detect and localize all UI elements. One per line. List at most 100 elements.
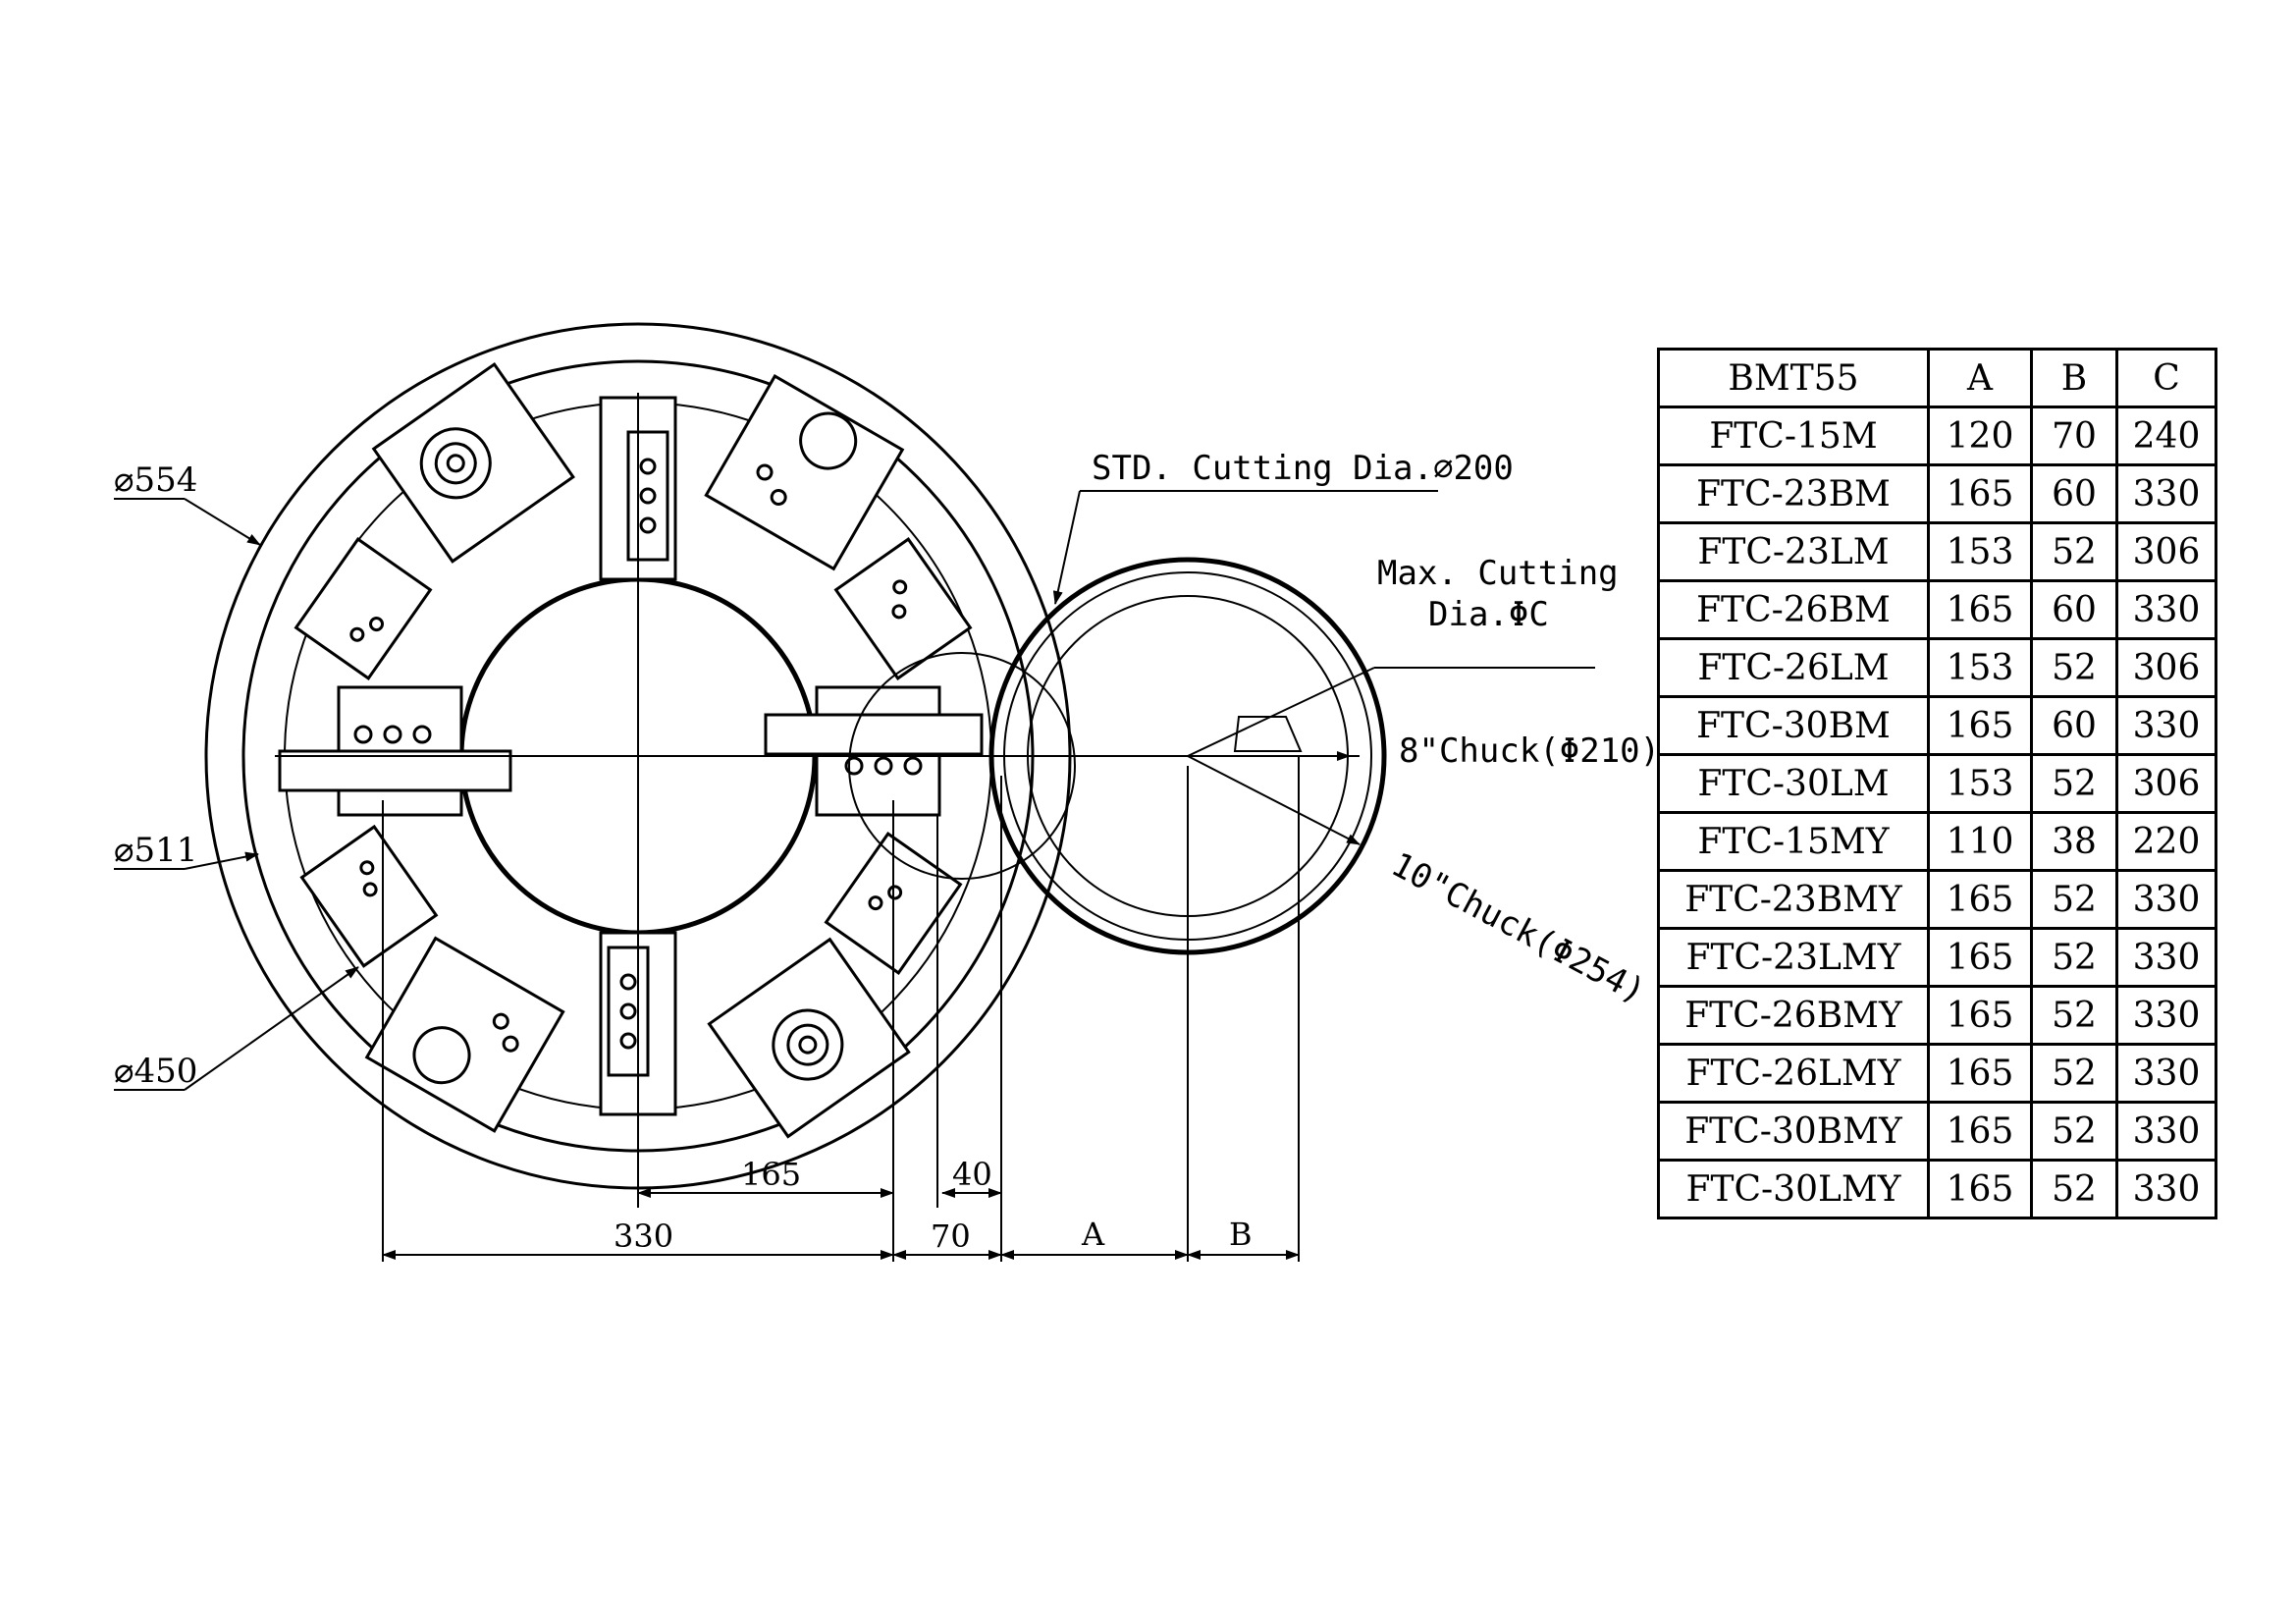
c-cell: 306 xyxy=(2115,637,2217,698)
tool-station-left xyxy=(278,685,512,817)
model-cell: FTC-30BMY xyxy=(1657,1101,1930,1162)
model-cell: FTC-26LMY xyxy=(1657,1043,1930,1104)
label-chuck-10: 10"Chuck(Φ254) xyxy=(1385,845,1652,1012)
b-cell: 52 xyxy=(2030,753,2118,814)
c-cell: 330 xyxy=(2115,1043,2217,1104)
a-cell: 110 xyxy=(1927,811,2033,872)
tool-station-upper-right xyxy=(704,373,905,571)
c-cell: 330 xyxy=(2115,463,2217,524)
a-cell: 153 xyxy=(1927,521,2033,582)
a-cell: 165 xyxy=(1927,1101,2033,1162)
a-cell: 153 xyxy=(1927,637,2033,698)
c-cell: 220 xyxy=(2115,811,2217,872)
label-d450: ⌀450 xyxy=(114,1052,197,1091)
b-cell: 52 xyxy=(2030,985,2118,1046)
b-cell: 52 xyxy=(2030,1159,2118,1219)
a-cell: 165 xyxy=(1927,1159,2033,1219)
b-cell: 52 xyxy=(2030,637,2118,698)
chuck-jaw xyxy=(1233,716,1303,752)
dim-70: 70 xyxy=(931,1218,971,1255)
model-cell: FTC-23BM xyxy=(1657,463,1930,524)
model-cell: FTC-30LM xyxy=(1657,753,1930,814)
b-cell: 52 xyxy=(2030,1101,2118,1162)
tool-station-right xyxy=(764,685,984,817)
dim-165: 165 xyxy=(741,1156,801,1193)
tool-station-lower-left xyxy=(364,936,565,1133)
a-cell: 165 xyxy=(1927,579,2033,640)
c-cell: 330 xyxy=(2115,985,2217,1046)
a-cell: 165 xyxy=(1927,463,2033,524)
header-a: A xyxy=(1927,348,2033,408)
label-chuck-8: 8"Chuck(Φ210) xyxy=(1399,731,1660,771)
c-cell: 306 xyxy=(2115,521,2217,582)
a-cell: 165 xyxy=(1927,1043,2033,1104)
model-cell: FTC-30LMY xyxy=(1657,1159,1930,1219)
c-cell: 330 xyxy=(2115,1159,2217,1219)
tool-station-right-upper xyxy=(833,537,973,680)
model-cell: FTC-26BM xyxy=(1657,579,1930,640)
b-cell: 52 xyxy=(2030,927,2118,988)
tool-station-left-lower xyxy=(299,824,439,968)
dim-40: 40 xyxy=(952,1156,992,1193)
table-header-row: BMT55 A B C xyxy=(1657,348,2217,408)
label-std-cutting: STD. Cutting Dia.⌀200 xyxy=(1092,449,1514,488)
dim-B: B xyxy=(1229,1216,1253,1253)
a-cell: 165 xyxy=(1927,695,2033,756)
dim-A: A xyxy=(1081,1216,1105,1253)
dim-330: 330 xyxy=(614,1218,673,1255)
a-cell: 165 xyxy=(1927,869,2033,930)
label-d511: ⌀511 xyxy=(114,831,197,870)
model-cell: FTC-30BM xyxy=(1657,695,1930,756)
b-cell: 52 xyxy=(2030,869,2118,930)
model-cell: FTC-26LM xyxy=(1657,637,1930,698)
header-c: C xyxy=(2115,348,2217,408)
label-max-cutting-1: Max. Cutting xyxy=(1377,554,1619,593)
c-cell: 240 xyxy=(2115,406,2217,466)
b-cell: 60 xyxy=(2030,463,2118,524)
label-max-cutting-2: Dia.ΦC xyxy=(1428,595,1549,634)
c-cell: 330 xyxy=(2115,1101,2217,1162)
a-cell: 165 xyxy=(1927,985,2033,1046)
a-cell: 120 xyxy=(1927,406,2033,466)
model-cell: FTC-23LMY xyxy=(1657,927,1930,988)
header-model: BMT55 xyxy=(1657,348,1930,408)
model-cell: FTC-23BMY xyxy=(1657,869,1930,930)
model-cell: FTC-26BMY xyxy=(1657,985,1930,1046)
tool-station-left-upper xyxy=(294,537,433,680)
c-cell: 330 xyxy=(2115,695,2217,756)
c-cell: 330 xyxy=(2115,869,2217,930)
model-cell: FTC-15MY xyxy=(1657,811,1930,872)
c-cell: 330 xyxy=(2115,579,2217,640)
tool-station-lower-right xyxy=(707,937,911,1139)
label-d554: ⌀554 xyxy=(114,460,197,500)
b-cell: 60 xyxy=(2030,695,2118,756)
b-cell: 70 xyxy=(2030,406,2118,466)
b-cell: 38 xyxy=(2030,811,2118,872)
header-b: B xyxy=(2030,348,2118,408)
a-cell: 153 xyxy=(1927,753,2033,814)
c-cell: 306 xyxy=(2115,753,2217,814)
model-cell: FTC-23LM xyxy=(1657,521,1930,582)
b-cell: 52 xyxy=(2030,1043,2118,1104)
c-cell: 330 xyxy=(2115,927,2217,988)
a-cell: 165 xyxy=(1927,927,2033,988)
model-cell: FTC-15M xyxy=(1657,406,1930,466)
tool-station-upper-left xyxy=(371,361,575,564)
